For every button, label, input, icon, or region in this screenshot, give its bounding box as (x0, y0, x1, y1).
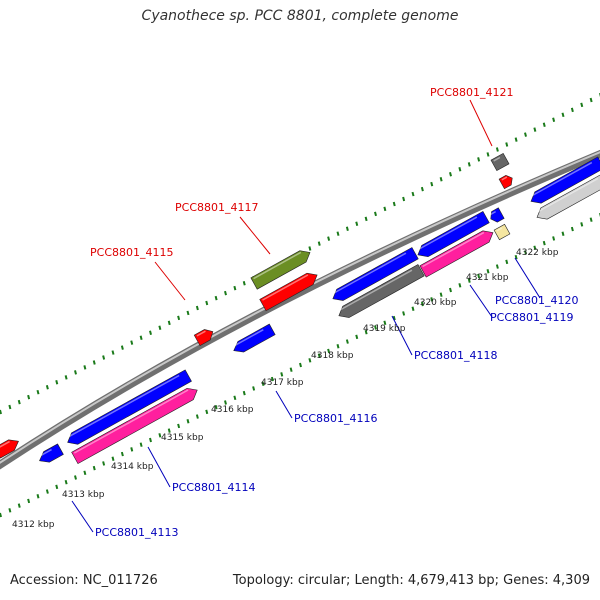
gene-label: PCC8801_4117 (175, 201, 258, 214)
gene-label: PCC8801_4113 (95, 526, 178, 539)
label-leader-line (391, 315, 413, 356)
gene-feature-4120-yellow (493, 223, 511, 241)
tick-label: 4318 kbp (311, 351, 354, 361)
gene-feature-4115 (193, 329, 214, 347)
label-leader-lines (71, 99, 541, 533)
map-title: Cyanothece sp. PCC 8801, complete genome (141, 8, 459, 24)
gene-feature-blue-left (38, 443, 64, 463)
label-leader-line (154, 261, 186, 301)
gene-feature-4114-blue (66, 369, 192, 445)
tick-label: 4313 kbp (62, 490, 105, 500)
gene-labels: PCC8801_4121PCC8801_4117PCC8801_4115PCC8… (90, 86, 578, 539)
tick-label: 4321 kbp (466, 273, 509, 283)
gene-feature-4114 (71, 387, 198, 465)
outer-tick-row (0, 93, 600, 415)
gene-feature-4117 (259, 272, 318, 312)
gene-feature-4117-olive (250, 250, 311, 290)
tick-label: 4319 kbp (363, 324, 406, 334)
gene-feature-4118-blue (332, 247, 419, 301)
tick-dots (0, 93, 600, 518)
accession-label: Accession: NC_011726 (10, 573, 158, 588)
gene-feature-4121-gray (490, 152, 510, 172)
label-leader-line (469, 284, 493, 318)
gene-label: PCC8801_4118 (414, 349, 497, 362)
label-leader-line (514, 257, 541, 299)
gene-label: PCC8801_4116 (294, 412, 377, 425)
gene-feature-right-blue (530, 156, 600, 204)
gene-label: PCC8801_4121 (430, 86, 513, 99)
gene-label: PCC8801_4114 (172, 481, 255, 494)
gene-feature-4116 (233, 323, 276, 353)
gene-feature-4121 (498, 174, 513, 190)
gene-feature-4120-blue (417, 210, 490, 258)
tick-label: 4320 kbp (414, 298, 457, 308)
gene-feature-4119 (419, 230, 494, 278)
gene-label: PCC8801_4119 (490, 311, 573, 324)
tick-label: 4312 kbp (12, 520, 55, 530)
gene-label: PCC8801_4115 (90, 246, 173, 259)
tick-labels: 4312 kbp 4313 kbp 4314 kbp 4315 kbp 4316 kbp… (12, 248, 559, 530)
gene-feature-right-gray (536, 172, 600, 220)
tick-label: 4317 kbp (261, 378, 304, 388)
tick-label: 4315 kbp (161, 433, 204, 443)
label-leader-line (147, 446, 171, 488)
genome-summary: Topology: circular; Length: 4,679,413 bp… (232, 573, 590, 588)
label-leader-line (469, 99, 493, 147)
gene-features (0, 152, 600, 465)
tick-label: 4314 kbp (111, 462, 154, 472)
label-leader-line (275, 390, 293, 419)
gene-label: PCC8801_4120 (495, 294, 578, 307)
label-leader-line (239, 216, 271, 255)
inner-tick-row (0, 213, 600, 518)
tick-label: 4316 kbp (211, 405, 254, 415)
gene-feature-red-left (0, 439, 19, 459)
label-leader-line (71, 500, 94, 533)
gene-feature-4118 (338, 264, 425, 318)
tick-label: 4322 kbp (516, 248, 559, 258)
gene-feature-4120 (490, 207, 505, 223)
